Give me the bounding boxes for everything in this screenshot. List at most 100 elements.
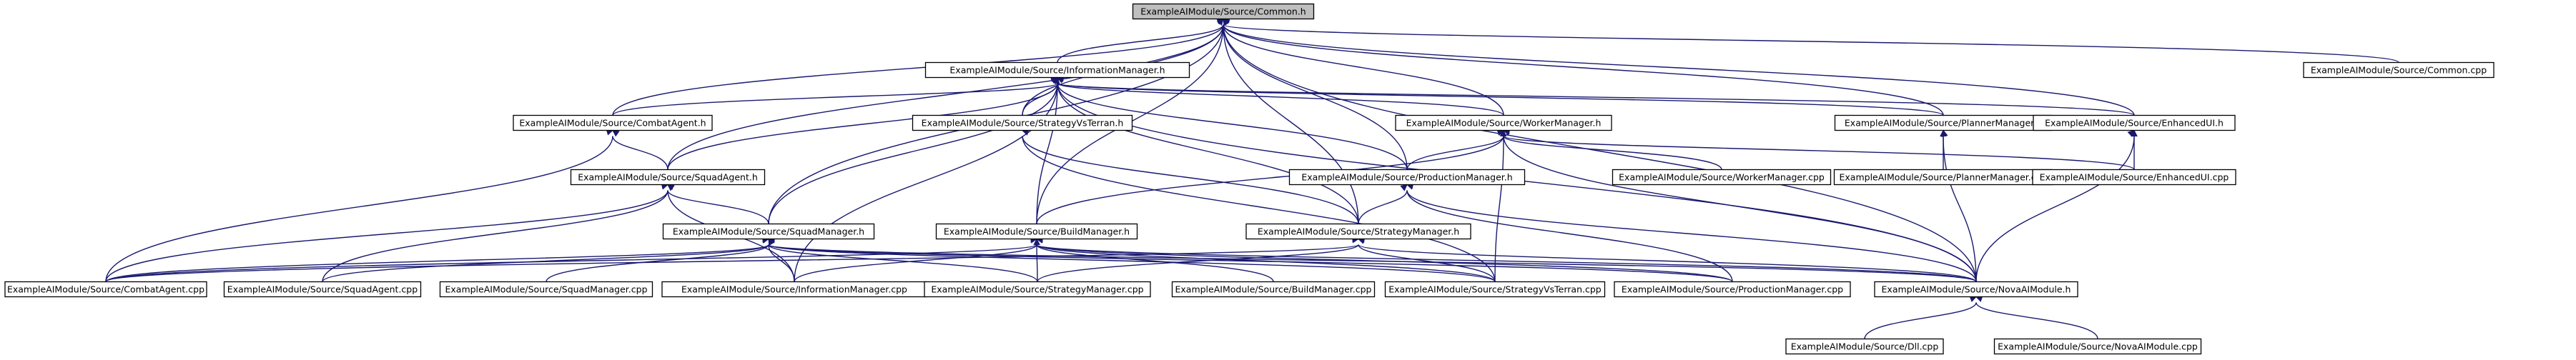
graph-node-infomgr-h[interactable]: ExampleAIModule/Source/InformationManage…: [924, 61, 1190, 79]
edge-line: [1503, 135, 2135, 171]
dependency-edge: [1941, 129, 1977, 282]
edge-line: [1358, 244, 1496, 282]
edge-arrowhead: [1216, 18, 1224, 26]
edge-line: [1494, 136, 1504, 282]
edge-line: [667, 190, 769, 224]
graph-node-buildmgr-h[interactable]: ExampleAIModule/Source/BuildManager.h: [935, 223, 1138, 240]
node-box: [1171, 281, 1376, 298]
graph-node-strategymgr-h[interactable]: ExampleAIModule/Source/StrategyManager.h: [1245, 223, 1471, 240]
node-box: [662, 223, 875, 240]
node-label: ExampleAIModule/Source/Common.h: [1140, 6, 1306, 17]
edge-line: [612, 24, 1224, 116]
graph-node-squadagent-cpp[interactable]: ExampleAIModule/Source/SquadAgent.cpp: [223, 281, 422, 298]
edge-line: [1503, 136, 1977, 282]
edge-line: [1358, 244, 1977, 283]
dependency-edge: [1864, 296, 1978, 339]
node-label: ExampleAIModule/Source/PlannerManager.h: [1845, 118, 2042, 129]
dependency-edge: [1035, 236, 1977, 283]
node-box: [1874, 281, 2078, 298]
node-box: [924, 61, 1190, 79]
edge-line: [1975, 302, 2098, 339]
edge-line: [768, 244, 1733, 283]
graph-node-novaai-h[interactable]: ExampleAIModule/Source/NovaAIModule.h: [1874, 281, 2078, 298]
edge-line: [1406, 190, 1977, 282]
graph-node-combatagent-cpp[interactable]: ExampleAIModule/Source/CombatAgent.cpp: [4, 281, 207, 298]
edge-line: [1223, 24, 1359, 224]
node-box: [1245, 223, 1471, 240]
edge-line: [1358, 190, 1408, 224]
dependency-edge: [1502, 127, 2135, 171]
graph-node-enhancedui-cpp[interactable]: ExampleAIModule/Source/EnhancedUI.cpp: [2032, 169, 2236, 186]
dependency-edge: [1222, 16, 1944, 116]
edge-line: [768, 244, 1496, 283]
dependency-edge: [666, 184, 769, 224]
node-label: ExampleAIModule/Source/InformationManage…: [949, 65, 1165, 76]
node-label: ExampleAIModule/Source/InformationManage…: [681, 284, 907, 295]
dependency-edge: [1358, 184, 1408, 224]
edge-line: [612, 136, 668, 170]
edge-line: [1036, 244, 1977, 283]
edge-line: [1057, 24, 1224, 63]
node-box: [912, 114, 1133, 131]
edge-line: [1057, 82, 2135, 116]
node-box: [570, 169, 766, 186]
dependency-edge: [1502, 129, 1977, 282]
edge-arrowhead: [1050, 76, 1058, 84]
node-label: ExampleAIModule/Source/EnhancedUI.h: [2045, 118, 2224, 129]
dependency-edge: [105, 129, 614, 282]
graph-node-plannermgr-cpp[interactable]: ExampleAIModule/Source/PlannerManager.cp…: [1833, 169, 2053, 186]
dependency-edge: [1975, 129, 2135, 282]
graph-node-common-cpp[interactable]: ExampleAIModule/Source/Common.cpp: [2303, 61, 2494, 79]
node-box: [439, 281, 653, 298]
graph-node-buildmgr-cpp[interactable]: ExampleAIModule/Source/BuildManager.cpp: [1171, 281, 1376, 298]
node-label: ExampleAIModule/Source/PlannerManager.cp…: [1840, 172, 2048, 183]
node-box: [2303, 61, 2494, 79]
edge-line: [1057, 82, 1944, 116]
dependency-edge: [667, 17, 1225, 170]
edge-line: [1036, 244, 1274, 282]
graph-node-plannermgr-h[interactable]: ExampleAIModule/Source/PlannerManager.h: [1834, 114, 2053, 131]
node-label: ExampleAIModule/Source/SquadAgent.cpp: [227, 284, 418, 295]
graph-node-combatagent-h[interactable]: ExampleAIModule/Source/CombatAgent.h: [513, 114, 713, 131]
graph-node-productionmgr-cpp[interactable]: ExampleAIModule/Source/ProductionManager…: [1614, 281, 1851, 298]
graph-node-squadmgr-h[interactable]: ExampleAIModule/Source/SquadManager.h: [662, 223, 875, 240]
edge-arrowhead: [1499, 129, 1507, 137]
edge-line: [1406, 190, 1733, 282]
node-box: [1132, 3, 1315, 20]
edge-line: [546, 244, 769, 282]
node-box: [1614, 281, 1851, 298]
dependency-edge: [1056, 74, 1944, 116]
graph-node-squadmgr-cpp[interactable]: ExampleAIModule/Source/SquadManager.cpp: [439, 281, 653, 298]
dependency-edge: [1502, 128, 1722, 170]
graph-node-squadagent-h[interactable]: ExampleAIModule/Source/SquadAgent.h: [570, 169, 766, 186]
node-label: ExampleAIModule/Source/BuildManager.h: [944, 226, 1130, 237]
graph-node-common-h[interactable]: ExampleAIModule/Source/Common.h: [1132, 3, 1315, 20]
graph-node-productionmgr-h[interactable]: ExampleAIModule/Source/ProductionManager…: [1288, 169, 1526, 186]
edge-line: [1975, 136, 2135, 282]
node-label: ExampleAIModule/Source/WorkerManager.cpp: [1619, 172, 1825, 183]
node-box: [935, 223, 1138, 240]
node-label: ExampleAIModule/Source/Common.cpp: [2311, 65, 2487, 76]
edge-arrowhead: [1033, 238, 1040, 246]
graph-node-workermgr-h[interactable]: ExampleAIModule/Source/WorkerManager.h: [1395, 114, 1612, 131]
edge-line: [1223, 24, 1504, 116]
edge-line: [794, 244, 1037, 282]
dependency-edge: [1406, 129, 1505, 170]
node-label: ExampleAIModule/Source/SquadManager.h: [673, 226, 864, 237]
graph-node-dll-cpp[interactable]: ExampleAIModule/Source/Dll.cpp: [1785, 338, 1944, 355]
node-label: ExampleAIModule/Source/StrategyManager.c…: [931, 284, 1143, 295]
graph-node-strategyvs-h[interactable]: ExampleAIModule/Source/StrategyVsTerran.…: [912, 114, 1133, 131]
node-label: ExampleAIModule/Source/CombatAgent.cpp: [7, 284, 204, 295]
dependency-edge: [1033, 238, 1040, 282]
graph-node-enhancedui-h[interactable]: ExampleAIModule/Source/EnhancedUI.h: [2033, 114, 2236, 131]
graph-node-strategyvs-cpp[interactable]: ExampleAIModule/Source/StrategyVsTerran.…: [1384, 281, 1606, 298]
graph-node-strategymgr-cpp[interactable]: ExampleAIModule/Source/StrategyManager.c…: [924, 281, 1151, 298]
graph-node-workermgr-cpp[interactable]: ExampleAIModule/Source/WorkerManager.cpp: [1612, 169, 1832, 186]
dependency-edge: [1057, 17, 1225, 63]
graph-node-infomgr-cpp[interactable]: ExampleAIModule/Source/InformationManage…: [661, 281, 927, 298]
dependency-edge: [1494, 129, 1507, 282]
edge-line: [1864, 302, 1977, 339]
graph-node-novaai-cpp[interactable]: ExampleAIModule/Source/NovaAIModule.cpp: [1993, 338, 2202, 355]
nodes-layer: ExampleAIModule/Source/Common.hExampleAI…: [4, 3, 2494, 355]
